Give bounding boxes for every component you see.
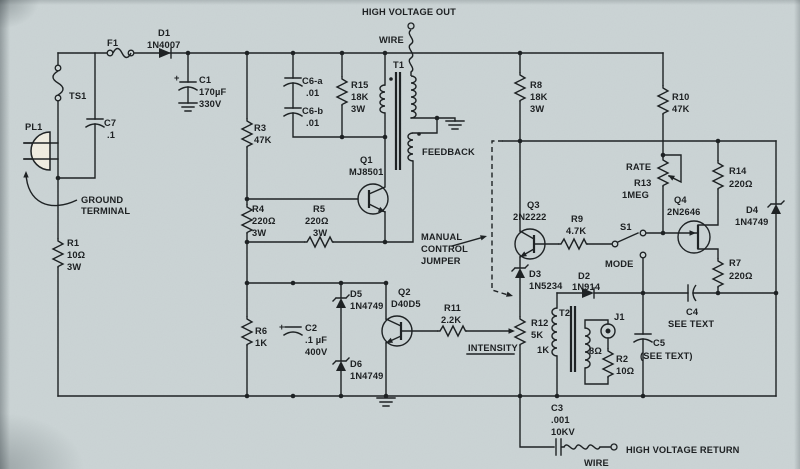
schematic-drawing: HIGH VOLTAGE OUT WIRE F1 D1 1N4007 + C1 … [0, 0, 800, 469]
paper-grain-overlay [0, 0, 800, 469]
schematic-page: HIGH VOLTAGE OUT WIRE F1 D1 1N4007 + C1 … [0, 0, 800, 469]
